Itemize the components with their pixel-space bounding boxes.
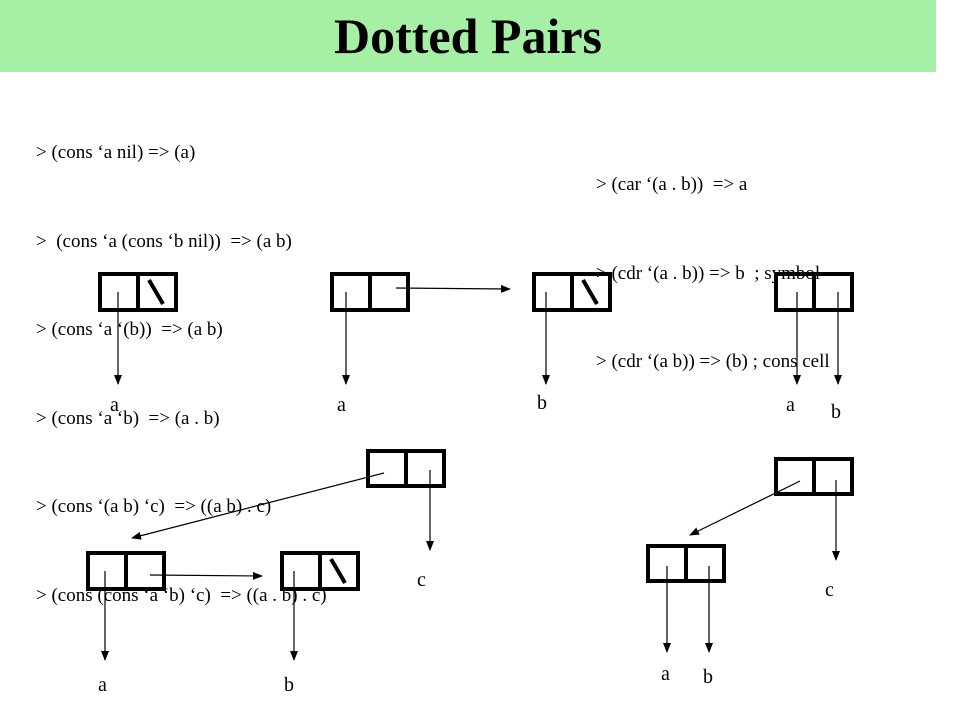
nil-slash	[581, 278, 599, 306]
atom-label: c	[825, 579, 834, 601]
code-line: > (cons ‘a nil) => (a)	[36, 142, 196, 163]
diagram-list-pair-c: c a b	[86, 449, 446, 696]
diagram-pair-pair-c: c a b	[646, 457, 854, 688]
cdr-box	[318, 551, 360, 591]
cons-cell	[646, 544, 726, 583]
atom-label: a	[110, 394, 119, 416]
atom-label: a	[786, 394, 795, 416]
cons-cell	[330, 272, 410, 312]
cdr-box	[368, 272, 410, 312]
atom-label: a	[98, 674, 107, 696]
car-arrow	[131, 472, 385, 540]
atom-label: a	[337, 394, 346, 416]
cons-cell	[98, 272, 178, 312]
cdr-box	[570, 272, 612, 312]
code-line: > (cons ‘a (cons ‘b nil)) => (a b)	[36, 230, 292, 252]
diagram-pair-a-b: a b	[774, 272, 854, 423]
car-arrow	[689, 480, 801, 536]
atom-label: b	[284, 674, 294, 696]
cdr-box	[124, 551, 166, 591]
cdr-box	[812, 457, 854, 496]
car-box	[774, 272, 816, 312]
title-bar	[0, 0, 936, 72]
car-box	[532, 272, 574, 312]
cdr-box	[136, 272, 178, 312]
atom-label: c	[417, 569, 426, 591]
code-line: > (cons ‘(a b) ‘c) => ((a b) . c)	[36, 496, 272, 517]
atom-label: b	[703, 666, 713, 688]
cons-cell	[774, 457, 854, 496]
car-box	[774, 457, 816, 496]
diagram-list-a: a	[98, 272, 178, 416]
slide-title: Dotted Pairs	[334, 8, 602, 64]
cons-cell	[366, 449, 446, 488]
diagram-list-a-b: a b	[330, 272, 612, 416]
cons-cell	[280, 551, 360, 591]
code-line: > (cons (cons ‘a ‘b) ‘c) => ((a . b) . c…	[36, 584, 327, 606]
code-line: > (cons ‘a ‘b) => (a . b)	[36, 407, 220, 429]
car-box	[366, 449, 408, 488]
car-box	[280, 551, 322, 591]
atom-label: a	[661, 663, 670, 685]
cons-cell	[532, 272, 612, 312]
cons-cell	[86, 551, 166, 591]
atom-label: b	[831, 401, 841, 423]
cdr-box	[812, 272, 854, 312]
car-box	[330, 272, 372, 312]
car-cdr-examples: > (car ‘(a . b)) => a > (cdr ‘(a . b)) =…	[596, 111, 830, 436]
cdr-box	[404, 449, 446, 488]
cdr-box	[684, 544, 726, 583]
code-line: > (cons ‘a ‘(b)) => (a b)	[36, 319, 223, 340]
car-box	[98, 272, 140, 312]
atom-label: b	[537, 392, 547, 414]
code-line: > (cdr ‘(a b)) => (b) ; cons cell	[596, 351, 830, 372]
cons-examples: > (cons ‘a nil) => (a) > (cons ‘a (cons …	[36, 79, 327, 669]
cdr-arrow	[395, 284, 511, 293]
nil-slash	[147, 278, 165, 306]
nil-slash	[329, 557, 347, 585]
car-box	[86, 551, 128, 591]
cons-cell	[774, 272, 854, 312]
code-line: > (car ‘(a . b)) => a	[596, 174, 748, 195]
cdr-arrow	[149, 571, 263, 580]
